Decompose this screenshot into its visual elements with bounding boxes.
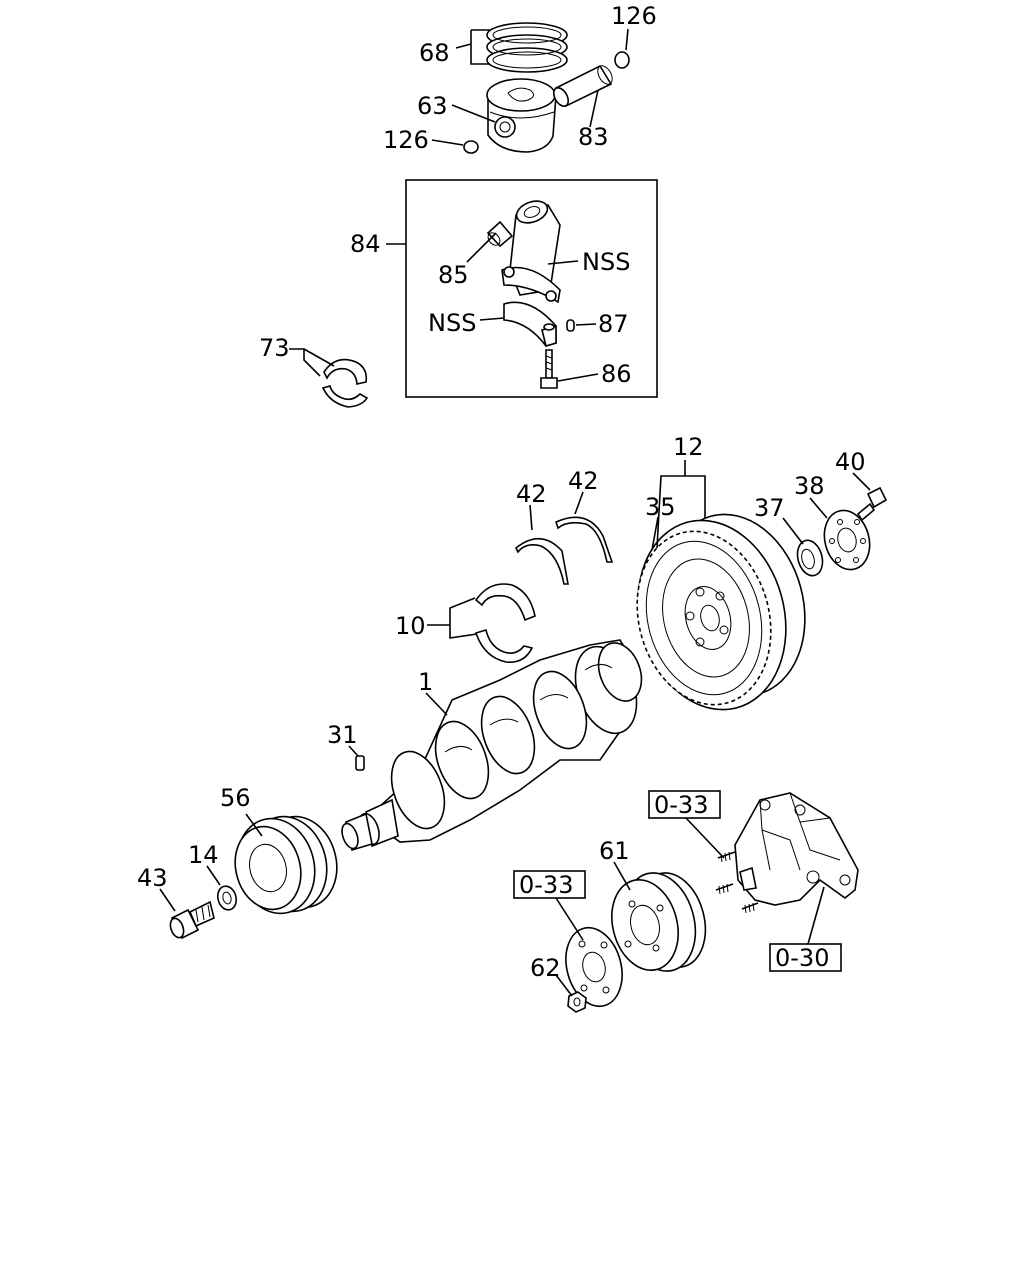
label-38: 38 [794,472,825,500]
label-40: 40 [835,448,866,476]
label-85: 85 [438,261,469,289]
ref-box-0-33-a[interactable] [648,790,721,819]
rod-cap-icon[interactable] [503,301,557,348]
label-37: 37 [754,494,785,522]
label-12: 12 [673,433,704,461]
ref-box-0-33-b[interactable] [513,870,586,899]
label-42a: 42 [516,480,547,508]
label-86: 86 [601,360,632,388]
label-84: 84 [350,230,381,258]
pin-icon[interactable] [355,755,365,771]
ref-0-33-b: 0-33 [519,871,573,899]
snap-ring-icon[interactable] [463,51,630,154]
label-42b: 42 [568,467,599,495]
plate-icon[interactable] [818,505,876,574]
water-pump-icon[interactable] [734,792,859,906]
thrust-washer-icon[interactable] [514,516,614,585]
ref-0-30: 0-30 [775,944,829,972]
pulley-plate-icon[interactable] [558,921,631,1012]
label-126b: 126 [383,126,429,154]
nut-icon[interactable] [567,991,587,1013]
label-61: 61 [599,837,630,865]
label-nss-2: NSS [428,309,476,337]
label-31: 31 [327,721,358,749]
ref-box-0-30[interactable] [769,943,842,972]
label-35: 35 [645,493,676,521]
label-73: 73 [259,334,290,362]
label-126a: 126 [611,2,657,30]
bushing-icon[interactable] [486,220,514,248]
pulley-icon[interactable] [226,808,346,922]
bearing-shell-icon[interactable] [321,358,369,408]
label-nss-1: NSS [582,248,630,276]
label-68: 68 [419,39,450,67]
ref-0-33-a: 0-33 [654,791,708,819]
piston-pin-icon[interactable] [551,63,615,108]
crankshaft-icon[interactable] [339,637,649,852]
piston-ring-icon[interactable] [486,22,568,73]
label-56: 56 [220,784,251,812]
pilot-bearing-icon[interactable] [794,538,826,579]
label-43: 43 [137,864,168,892]
label-62: 62 [530,954,561,982]
label-10: 10 [395,612,426,640]
bolt-40-icon[interactable] [856,486,888,522]
water-pump-pulley-icon[interactable] [602,865,715,979]
bolt-icon[interactable] [540,349,558,389]
stud-icon[interactable] [715,851,759,914]
bolt-43-icon[interactable] [168,900,215,940]
label-63: 63 [417,92,448,120]
main-bearing-icon[interactable] [474,583,536,664]
label-83: 83 [578,123,609,151]
flywheel-icon[interactable] [618,499,825,727]
piston-icon[interactable] [486,78,557,153]
washer-icon[interactable] [215,884,239,912]
label-14: 14 [188,841,219,869]
small-part-icon[interactable] [566,319,575,332]
label-1: 1 [418,668,433,696]
label-87: 87 [598,310,629,338]
connecting-rod-icon[interactable] [501,197,561,304]
